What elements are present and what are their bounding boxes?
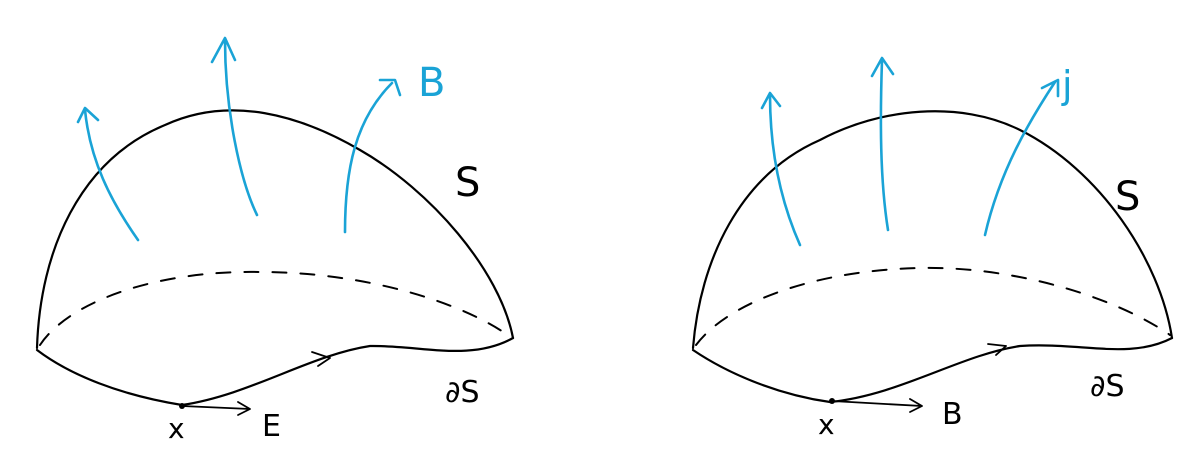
left-vector-e-arrow bbox=[181, 401, 251, 416]
left-diagram: S ∂S x E B bbox=[35, 36, 515, 445]
left-point-label: x bbox=[168, 412, 185, 445]
right-flux-arrow-2 bbox=[870, 56, 895, 232]
left-surface-outline bbox=[35, 109, 515, 350]
left-dashed-back-rim bbox=[39, 270, 513, 346]
right-surface-outline bbox=[691, 110, 1174, 350]
left-vector-label: E bbox=[262, 409, 281, 444]
right-diagram: S ∂S x B j bbox=[691, 56, 1174, 441]
right-vector-label: B bbox=[942, 397, 963, 432]
right-boundary-label: ∂S bbox=[1090, 369, 1125, 404]
left-boundary-direction-arrow bbox=[311, 351, 331, 367]
left-flux-arrow-2 bbox=[210, 36, 259, 217]
right-dashed-back-rim bbox=[695, 266, 1171, 346]
right-point-label: x bbox=[818, 408, 835, 441]
right-flux-arrow-1 bbox=[760, 91, 802, 247]
left-surface-label: S bbox=[455, 160, 480, 206]
right-flux-arrow-3 bbox=[983, 78, 1060, 237]
left-boundary-label: ∂S bbox=[445, 375, 480, 410]
right-surface-label: S bbox=[1115, 174, 1140, 220]
right-boundary-direction-arrow bbox=[987, 343, 1007, 356]
right-flux-field-label: j bbox=[1061, 63, 1073, 107]
right-vector-b-arrow bbox=[831, 398, 923, 413]
left-boundary-curve bbox=[35, 336, 515, 407]
left-flux-field-label: B bbox=[418, 60, 445, 106]
left-flux-arrow-1 bbox=[76, 106, 140, 242]
left-flux-arrow-3 bbox=[343, 78, 402, 234]
right-boundary-curve bbox=[691, 336, 1174, 404]
